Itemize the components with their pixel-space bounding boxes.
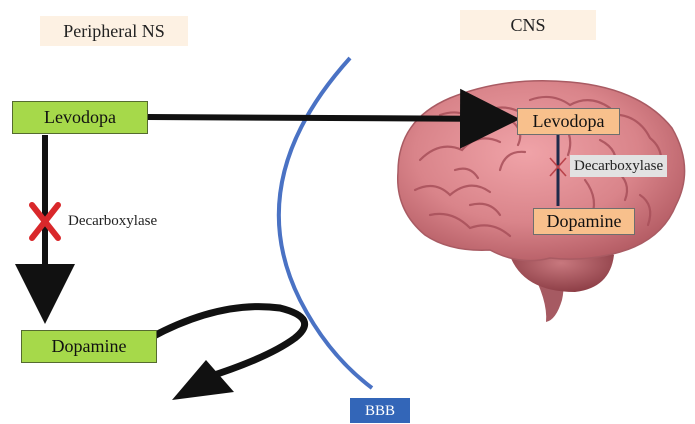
cns-levodopa-box: Levodopa (517, 108, 620, 135)
peripheral-levodopa-box: Levodopa (12, 101, 148, 134)
arrow-dopamine-blocked (148, 303, 309, 382)
cns-dopamine-box: Dopamine (533, 208, 635, 235)
peripheral-decarboxylase-label: Decarboxylase (68, 213, 158, 229)
cns-conversion-mark (549, 157, 567, 177)
bbb-label: BBB (350, 398, 410, 423)
arrow-levodopa-crosses-bbb (147, 88, 520, 149)
peripheral-ns-label: Peripheral NS (40, 16, 188, 46)
arrow-dopamine-blocked-head (172, 360, 234, 400)
inhibition-x-mark (29, 202, 61, 241)
cns-label: CNS (460, 10, 596, 40)
cns-decarboxylase-label: Decarboxylase (570, 155, 668, 177)
peripheral-dopamine-box: Dopamine (21, 330, 157, 363)
